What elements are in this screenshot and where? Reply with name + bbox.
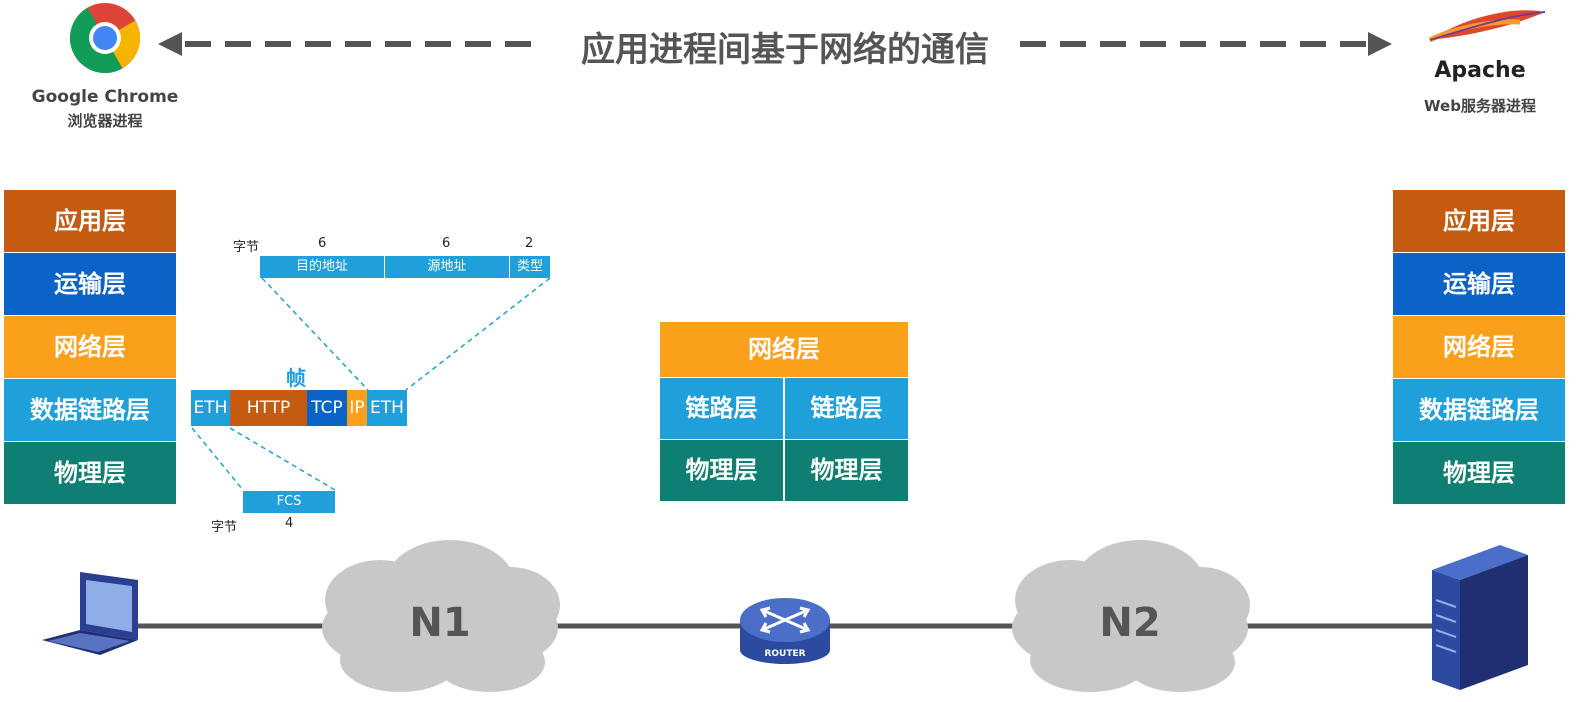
network-n2-label: N2 <box>1099 600 1161 646</box>
server-name: Apache <box>1434 58 1526 83</box>
layer-network: 网络层 <box>4 316 176 378</box>
layer-application: 应用层 <box>1393 190 1565 252</box>
header-size-src: 6 <box>442 236 451 251</box>
chrome-logo-icon <box>70 3 140 73</box>
trailer-size-fcs: 4 <box>285 516 294 531</box>
header-size-dst: 6 <box>318 236 327 251</box>
client-name: Google Chrome <box>31 87 179 107</box>
layer-physical: 物理层 <box>4 442 176 504</box>
frame-expansion-lines <box>191 277 551 491</box>
router-protocol-stack: 网络层 链路层 链路层 物理层 物理层 <box>660 322 908 502</box>
arrow-left-icon <box>158 32 182 56</box>
client-protocol-stack: 应用层 运输层 网络层 数据链路层 物理层 <box>4 190 176 505</box>
frame-seg-http: HTTP <box>230 390 307 426</box>
server-icon <box>1432 545 1528 690</box>
router-layer-physical-left: 物理层 <box>660 440 783 501</box>
cloud-n1-icon <box>322 540 560 692</box>
network-n1-label: N1 <box>409 600 471 646</box>
router-layer-network: 网络层 <box>660 322 908 377</box>
layer-application: 应用层 <box>4 190 176 252</box>
layer-transport: 运输层 <box>1393 253 1565 315</box>
client-subtitle: 浏览器进程 <box>67 112 143 130</box>
dashed-arrow <box>158 32 1392 56</box>
server-subtitle: Web服务器进程 <box>1424 97 1536 115</box>
diagram-title: 应用进程间基于网络的通信 <box>581 30 989 70</box>
header-field-dst: 目的地址 <box>260 256 384 278</box>
trailer-bytes-label: 字节 <box>211 520 238 535</box>
layer-network: 网络层 <box>1393 316 1565 378</box>
router-label: ROUTER <box>764 649 806 659</box>
router-icon <box>740 598 830 664</box>
trailer-field-fcs: FCS <box>243 491 335 513</box>
header-bytes-label: 字节 <box>233 240 260 255</box>
cloud-n2-icon <box>1012 540 1250 692</box>
layer-datalink: 数据链路层 <box>4 379 176 441</box>
header-field-type: 类型 <box>510 256 550 278</box>
frame-seg-tcp: TCP <box>307 390 347 426</box>
router-layer-physical-right: 物理层 <box>785 440 908 501</box>
router-layer-link-left: 链路层 <box>660 378 783 439</box>
apache-feather-icon <box>1428 10 1546 43</box>
frame-seg-ip: IP <box>347 390 367 426</box>
frame-title: 帧 <box>286 366 306 390</box>
frame-seg-eth-header: ETH <box>191 390 230 426</box>
arrow-right-icon <box>1368 32 1392 56</box>
layer-transport: 运输层 <box>4 253 176 315</box>
header-size-type: 2 <box>525 236 534 251</box>
frame-seg-eth-trailer: ETH <box>367 390 407 426</box>
server-protocol-stack: 应用层 运输层 网络层 数据链路层 物理层 <box>1393 190 1565 505</box>
header-field-src: 源地址 <box>385 256 509 278</box>
layer-physical: 物理层 <box>1393 442 1565 504</box>
layer-datalink: 数据链路层 <box>1393 379 1565 441</box>
laptop-icon <box>42 572 138 655</box>
router-layer-link-right: 链路层 <box>785 378 908 439</box>
